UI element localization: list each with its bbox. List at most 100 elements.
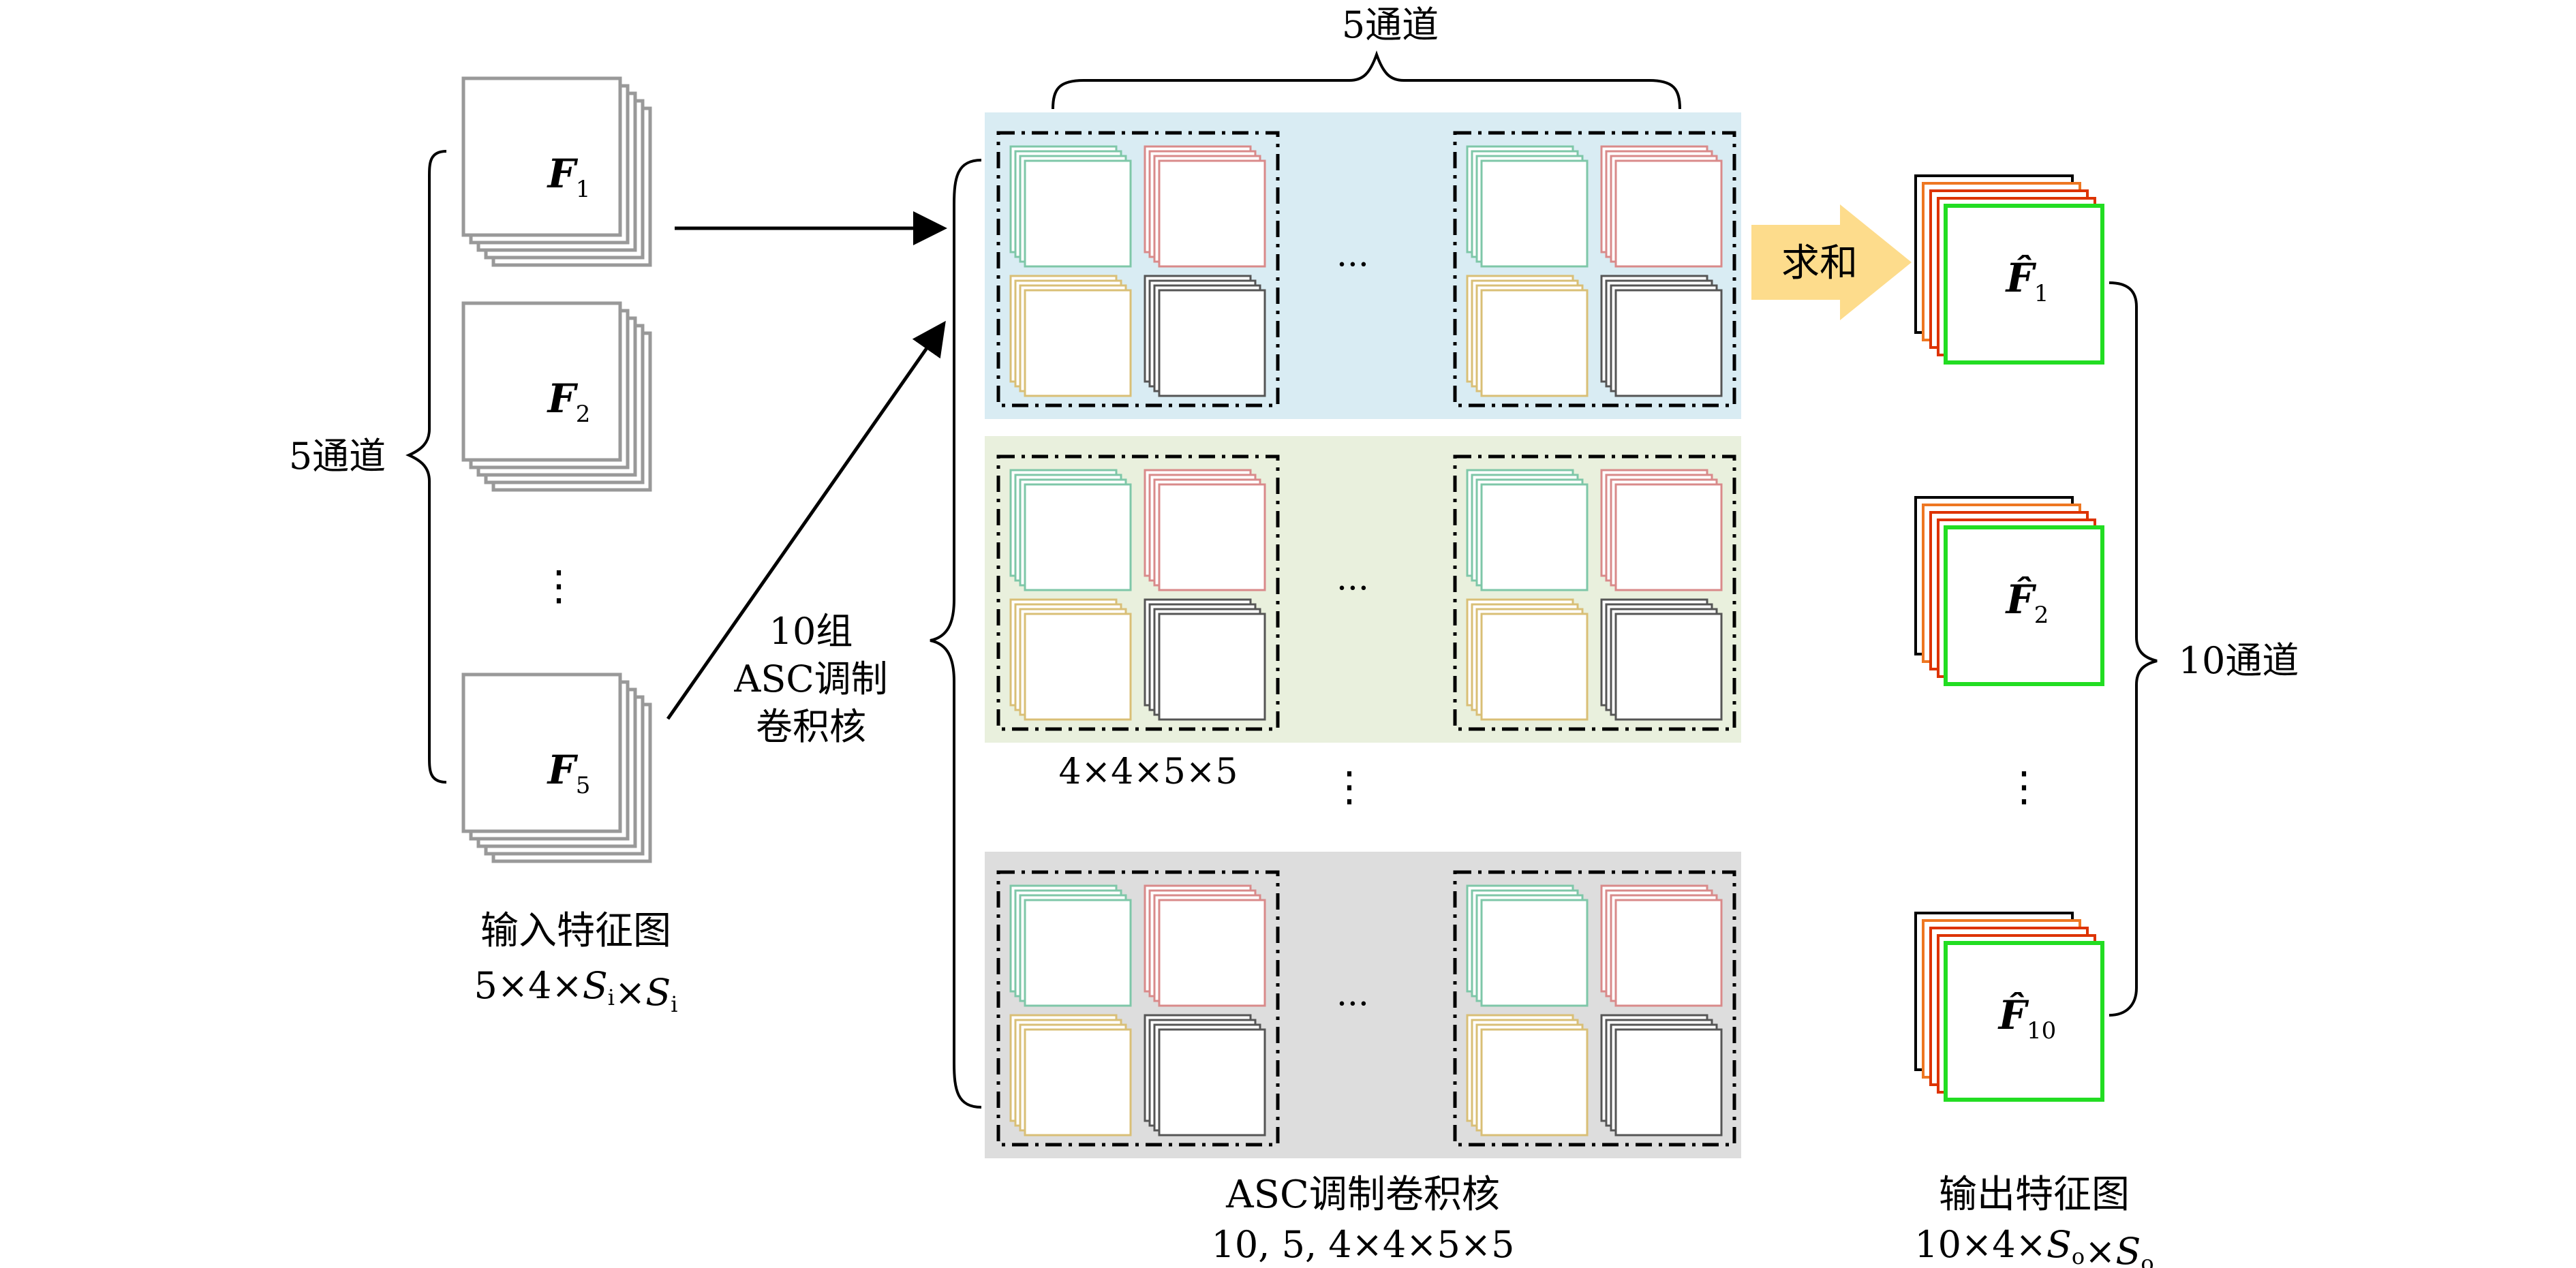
input-caption: 输入特征图: [480, 909, 671, 953]
kernel-group-border: [996, 454, 1280, 731]
kernel-groups-line3: 卷积核: [756, 705, 866, 748]
size-subscript: o: [2072, 1243, 2085, 1268]
kernel-slice: [1024, 613, 1132, 721]
kernel-panel-ellipsis: ⋮: [1329, 763, 1370, 811]
kernel-group-box: [1453, 870, 1736, 1147]
kernel-group-box: [996, 454, 1280, 731]
output-map-label: F̂1: [2005, 254, 2049, 307]
kernel-groups-line2: ASC调制: [733, 658, 887, 700]
input-map-layer: [461, 672, 622, 833]
kernel-slice: [1158, 899, 1266, 1007]
kernel-dims-label: 4×4×5×5: [1058, 752, 1238, 792]
kernel-slice: [1480, 483, 1589, 591]
output-map-label: F̂10: [1997, 991, 2056, 1045]
top-channel-label: 5通道: [1342, 3, 1439, 46]
kernel-group-box: [1453, 454, 1736, 731]
input-map-ellipsis: ⋮: [538, 562, 579, 610]
output-channel-label: 10通道: [2179, 639, 2299, 682]
kernel-slice: [1614, 159, 1723, 268]
output-map-layer: [1944, 941, 2104, 1102]
input-map-symbol: F: [547, 375, 579, 422]
input-map-subscript: 5: [576, 772, 591, 799]
input-map-symbol: F: [547, 747, 579, 793]
output-size: 10×4×So×So: [1914, 1223, 2153, 1268]
kernel-slice: [1480, 1028, 1589, 1136]
input-map-layer: [461, 76, 622, 237]
output-map-2: F̂2: [1914, 496, 2104, 686]
top-channel-bracket: [1052, 50, 1681, 110]
input-map-1: F1: [461, 76, 652, 267]
kernel-slice: [1158, 613, 1266, 721]
kernel-slice: [1614, 899, 1723, 1007]
output-caption: 输出特征图: [1939, 1173, 2130, 1217]
output-map-layer: [1944, 204, 2104, 365]
input-map-subscript: 1: [576, 176, 591, 203]
output-map-ellipsis: ⋮: [2004, 763, 2044, 811]
kernel-group-bracket: [930, 159, 982, 1109]
kernel-slice: [1158, 483, 1266, 591]
size-symbol: S: [583, 964, 608, 1007]
input-map-layer: [461, 301, 622, 462]
input-map-subscript: 2: [576, 401, 591, 428]
panel3-ellipsis: ···: [1336, 984, 1369, 1023]
kernel-group-border: [1453, 131, 1736, 407]
output-map-3: F̂10: [1914, 912, 2104, 1102]
output-feature-maps: F̂1F̂2F̂10⋮: [1914, 174, 2104, 1102]
input-map-2: F2: [461, 301, 652, 492]
kernel-groups: [996, 131, 1736, 1147]
kernel-slice: [1024, 159, 1132, 268]
kernel-group-border: [1453, 870, 1736, 1147]
size-symbol: S: [2046, 1223, 2072, 1266]
kernel-group-box: [996, 870, 1280, 1147]
kernel-slice: [1480, 899, 1589, 1007]
kernel-groups-line1: 10组: [769, 610, 853, 653]
output-map-layer: [1944, 525, 2104, 686]
input-map-label: F1: [547, 151, 591, 203]
input-map-3: F5: [461, 672, 652, 863]
size-text: 10×4×: [1914, 1223, 2046, 1266]
size-subscript: o: [2141, 1250, 2153, 1268]
output-map-symbol: F̂: [2005, 576, 2037, 623]
output-map-subscript: 10: [2027, 1017, 2056, 1045]
kernel-group-border: [996, 131, 1280, 407]
output-map-label: F̂2: [2005, 576, 2049, 629]
kernel-slice: [1480, 159, 1589, 268]
input-channel-label: 5通道: [289, 435, 386, 478]
kernel-slice: [1024, 1028, 1132, 1136]
kernel-slice: [1158, 289, 1266, 397]
input-map-symbol: F: [547, 151, 579, 197]
kernel-slice: [1024, 483, 1132, 591]
kernel-slice: [1614, 289, 1723, 397]
output-map-subscript: 2: [2034, 602, 2049, 629]
size-text: ×: [615, 971, 645, 1014]
kernel-group-border: [1453, 454, 1736, 731]
kernel-caption: ASC调制卷积核: [1225, 1173, 1500, 1217]
kernel-slice: [1158, 1028, 1266, 1136]
size-symbol: S: [2115, 1230, 2141, 1268]
sum-arrow: [1751, 204, 1912, 320]
arrow-f5-to-kernels: [666, 320, 946, 720]
size-text: ×: [2085, 1230, 2115, 1268]
kernel-slice: [1614, 613, 1723, 721]
output-map-symbol: F̂: [1997, 991, 2029, 1038]
panel1-ellipsis: ···: [1336, 245, 1369, 284]
input-size: 5×4×Si×Si: [474, 964, 678, 1017]
sum-label: 求和: [1781, 241, 1858, 285]
input-map-label: F5: [547, 747, 591, 799]
kernel-slice: [1024, 899, 1132, 1007]
size-text: 5×4×: [474, 964, 583, 1007]
output-channel-bracket: [2109, 281, 2158, 1017]
kernel-group-box: [996, 131, 1280, 407]
size-subscript: i: [608, 985, 615, 1010]
output-map-symbol: F̂: [2005, 254, 2037, 301]
kernel-slice: [1480, 613, 1589, 721]
kernel-group-border: [996, 870, 1280, 1147]
kernel-slice: [1480, 289, 1589, 397]
size-subscript: i: [671, 991, 677, 1017]
panel2-ellipsis: ···: [1336, 568, 1369, 608]
kernel-size: 10, 5, 4×4×5×5: [1212, 1223, 1515, 1266]
output-map-1: F̂1: [1914, 174, 2104, 365]
kernel-slice: [1614, 483, 1723, 591]
